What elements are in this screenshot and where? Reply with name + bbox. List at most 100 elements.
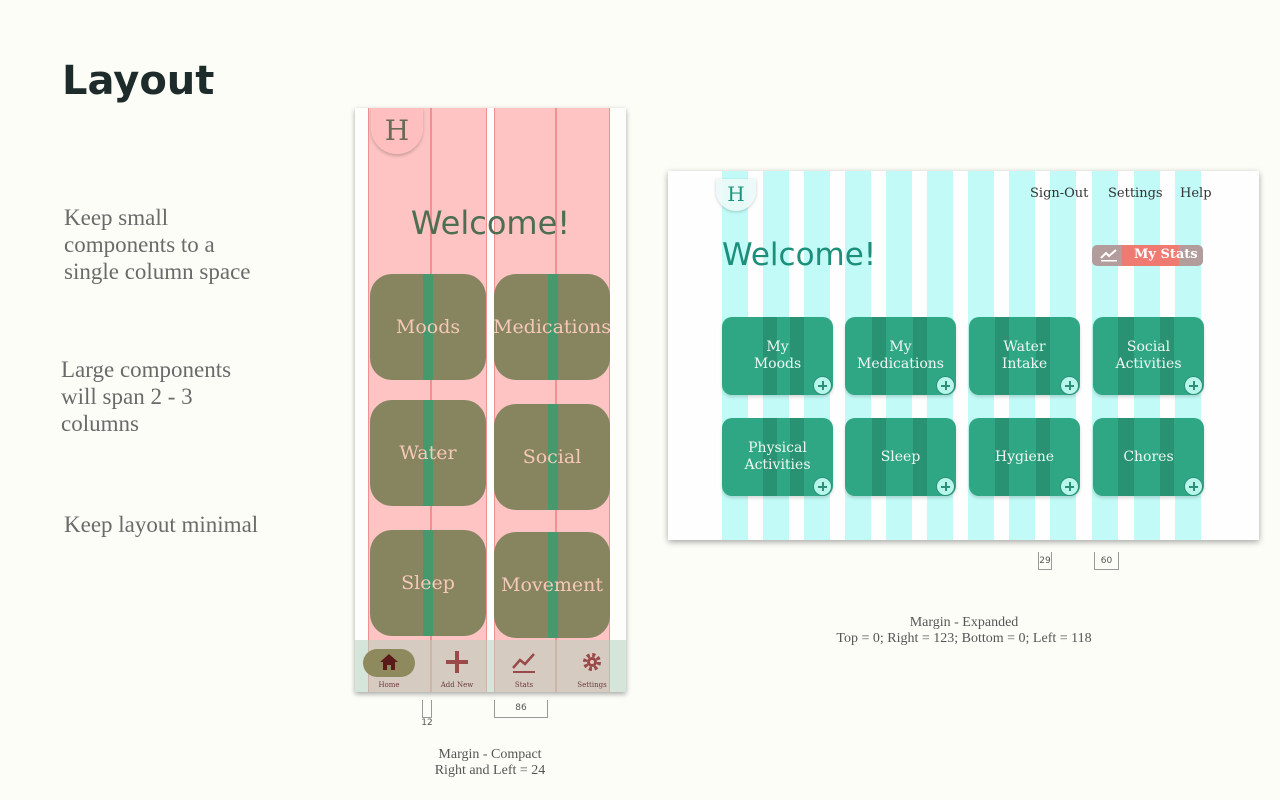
menu-settings[interactable]: Settings bbox=[1108, 186, 1163, 201]
column-dimension-bracket bbox=[494, 700, 548, 718]
note-minimal-layout: Keep layout minimal bbox=[64, 512, 259, 537]
nav-label: Settings bbox=[577, 681, 607, 689]
column-dimension-bracket bbox=[1094, 552, 1119, 570]
card-gutter-overlay bbox=[995, 418, 1009, 496]
add-entry-icon[interactable] bbox=[936, 376, 955, 395]
welcome-heading: Welcome! bbox=[410, 204, 571, 242]
tile-gutter-overlay bbox=[423, 274, 433, 380]
card-gutter-overlay bbox=[1160, 418, 1174, 496]
tile-social[interactable]: Social bbox=[494, 404, 610, 510]
column-dimension-label: 86 bbox=[515, 703, 527, 713]
card-gutter-overlay bbox=[872, 418, 886, 496]
nav-label: Add New bbox=[440, 681, 474, 689]
card-label: Hygiene bbox=[994, 448, 1055, 465]
app-logo[interactable]: H bbox=[371, 108, 423, 154]
card-gutter-overlay bbox=[1118, 418, 1134, 496]
card-label: Water Intake bbox=[1001, 339, 1048, 372]
compact-caption-margins: Right and Left = 24 bbox=[434, 763, 546, 778]
gear-icon bbox=[583, 653, 601, 671]
note-large-components: Large components will span 2 - 3 columns bbox=[61, 357, 232, 436]
tile-gutter-overlay bbox=[548, 404, 558, 510]
tile-movement[interactable]: Movement bbox=[494, 532, 610, 638]
tile-label: Movement bbox=[500, 574, 603, 596]
home-icon bbox=[380, 654, 398, 670]
menu-help[interactable]: Help bbox=[1180, 186, 1212, 201]
my-stats-button[interactable]: My Stats bbox=[1092, 245, 1203, 266]
card-gutter-overlay bbox=[1160, 317, 1174, 395]
expanded-caption-title: Margin - Expanded bbox=[909, 615, 1019, 630]
note-small-components: Keep small components to a single column… bbox=[64, 205, 251, 284]
card-water-intake[interactable]: Water Intake bbox=[969, 317, 1080, 395]
tile-gutter-overlay bbox=[423, 530, 433, 636]
nav-label: Stats bbox=[514, 681, 534, 689]
compact-caption-title: Margin - Compact bbox=[438, 747, 542, 762]
menu-sign-out[interactable]: Sign-Out bbox=[1030, 186, 1089, 201]
gutter-dimension-bracket bbox=[422, 700, 432, 718]
card-gutter-overlay bbox=[790, 317, 804, 395]
card-gutter-overlay bbox=[763, 418, 777, 496]
card-label: Social Activities bbox=[1115, 339, 1182, 372]
expanded-caption-margins: Top = 0; Right = 123; Bottom = 0; Left =… bbox=[836, 631, 1092, 646]
tile-sleep[interactable]: Sleep bbox=[370, 530, 486, 636]
tile-label: Sleep bbox=[401, 572, 455, 594]
tile-gutter-overlay bbox=[423, 400, 433, 506]
tile-water[interactable]: Water bbox=[370, 400, 486, 506]
compact-layout-mockup: H Welcome! Moods Medications Water Socia… bbox=[355, 108, 626, 692]
gutter-dimension-label: 12 bbox=[421, 718, 433, 728]
tile-label: Social bbox=[522, 446, 582, 468]
card-my-moods[interactable]: My Moods bbox=[722, 317, 833, 395]
add-entry-icon[interactable] bbox=[813, 477, 832, 496]
app-logo[interactable]: H bbox=[716, 179, 756, 211]
card-label: Sleep bbox=[880, 448, 921, 465]
tile-moods[interactable]: Moods bbox=[370, 274, 486, 380]
nav-home[interactable]: Home bbox=[355, 640, 423, 692]
nav-settings[interactable]: Settings bbox=[558, 640, 626, 692]
card-gutter-overlay bbox=[763, 317, 777, 395]
stats-chart-icon bbox=[512, 653, 535, 673]
button-highlight bbox=[1122, 245, 1179, 266]
add-entry-icon[interactable] bbox=[1184, 376, 1203, 395]
welcome-heading: Welcome! bbox=[722, 237, 877, 273]
tile-label: Water bbox=[399, 442, 457, 464]
add-entry-icon[interactable] bbox=[1060, 477, 1079, 496]
card-physical-activities[interactable]: Physical Activities bbox=[722, 418, 833, 496]
nav-add-new[interactable]: Add New bbox=[423, 640, 491, 692]
add-entry-icon[interactable] bbox=[936, 477, 955, 496]
card-label: My Moods bbox=[753, 339, 802, 372]
my-stats-label: My Stats bbox=[1134, 247, 1198, 262]
card-chores[interactable]: Chores bbox=[1093, 418, 1204, 496]
stats-chart-icon bbox=[1100, 249, 1117, 262]
add-entry-icon[interactable] bbox=[1060, 376, 1079, 395]
tile-medications[interactable]: Medications bbox=[492, 274, 612, 380]
add-entry-icon[interactable] bbox=[1184, 477, 1203, 496]
tile-gutter-overlay bbox=[548, 274, 558, 380]
expanded-layout-mockup: H Sign-Out Settings Help Welcome! My Sta… bbox=[668, 171, 1259, 540]
card-gutter-overlay bbox=[790, 418, 804, 496]
gutter-dimension-label: 29 bbox=[1039, 556, 1051, 566]
gutter-dimension-bracket bbox=[1038, 552, 1052, 570]
card-my-medications[interactable]: My Medications bbox=[845, 317, 956, 395]
plus-icon bbox=[446, 651, 468, 673]
add-entry-icon[interactable] bbox=[813, 376, 832, 395]
tile-gutter-overlay bbox=[548, 532, 558, 638]
card-gutter-overlay bbox=[913, 418, 927, 496]
card-gutter-overlay bbox=[1036, 418, 1050, 496]
card-gutter-overlay bbox=[995, 317, 1009, 395]
card-gutter-overlay bbox=[1036, 317, 1050, 395]
tile-label: Medications bbox=[492, 316, 612, 338]
tile-label: Moods bbox=[395, 316, 461, 338]
card-social-activities[interactable]: Social Activities bbox=[1093, 317, 1204, 395]
page-title: Layout bbox=[62, 58, 215, 104]
bottom-nav-bar: Home Add New Stats Settings bbox=[355, 640, 626, 692]
card-hygiene[interactable]: Hygiene bbox=[969, 418, 1080, 496]
card-label: My Medications bbox=[857, 339, 944, 372]
card-label: Chores bbox=[1123, 448, 1174, 465]
card-gutter-overlay bbox=[872, 317, 886, 395]
card-sleep[interactable]: Sleep bbox=[845, 418, 956, 496]
card-gutter-overlay bbox=[1118, 317, 1134, 395]
nav-label: Home bbox=[378, 681, 400, 689]
nav-stats[interactable]: Stats bbox=[490, 640, 558, 692]
card-gutter-overlay bbox=[913, 317, 927, 395]
column-dimension-label: 60 bbox=[1100, 556, 1113, 566]
card-label: Physical Activities bbox=[744, 440, 811, 473]
